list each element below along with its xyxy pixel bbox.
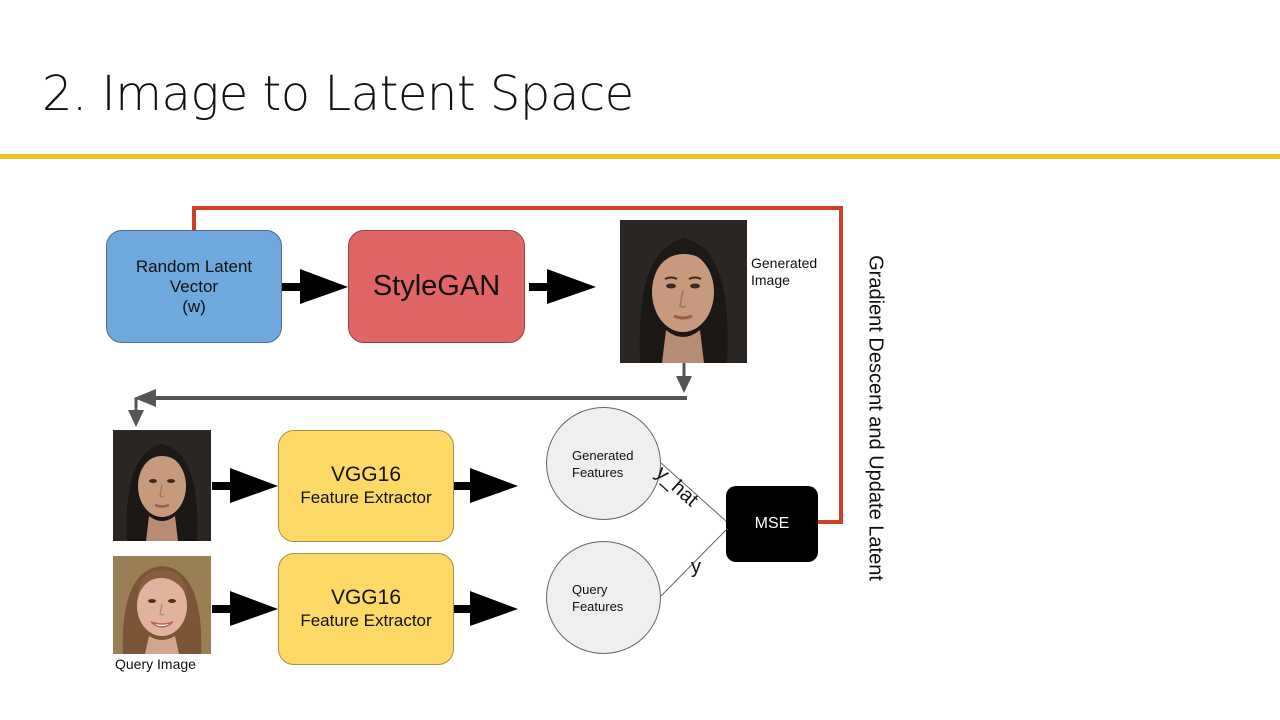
edge-y-line (660, 528, 728, 597)
arrow-latent-to-stylegan-shaft (282, 283, 304, 291)
stylegan-label: StyleGAN (372, 270, 501, 302)
arrow-image-down-head (676, 376, 692, 393)
return-line-head (134, 389, 156, 407)
arrow-query-to-vgg-head (230, 591, 278, 626)
arrow-vgg-to-genfeat-head (470, 468, 518, 503)
generated-features-node: Generated Features (546, 407, 661, 520)
mse-box: MSE (726, 486, 818, 562)
title-divider (0, 154, 1280, 159)
vgg-bottom-title: VGG16 (330, 586, 402, 609)
arrow-vgg-to-genfeat-shaft (452, 482, 474, 490)
feedback-label: Gradient Descent and Update Latent (864, 255, 887, 581)
vgg-top-subtitle: Feature Extractor (300, 488, 432, 507)
mse-label: MSE (754, 515, 790, 532)
query-image-photo (113, 556, 211, 654)
arrow-input-to-vgg-shaft (212, 482, 234, 490)
latent-line-3: (w) (182, 296, 206, 316)
woman-face-icon (620, 220, 747, 363)
latent-line-1: Random Latent (135, 256, 253, 276)
generated-features-line-2: Features (572, 464, 624, 480)
arrow-stylegan-to-image-head (547, 269, 596, 304)
stylegan-box: StyleGAN (348, 230, 525, 343)
page-title: 2. Image to Latent Space (42, 66, 634, 122)
feedback-line (192, 206, 843, 524)
vgg16-feature-extractor-top: VGG16 Feature Extractor (278, 430, 454, 542)
generated-image-photo (620, 220, 747, 363)
vgg16-feature-extractor-bottom: VGG16 Feature Extractor (278, 553, 454, 665)
query-features-line-2: Features (572, 598, 624, 614)
query-features-line-1: Query (572, 581, 608, 597)
arrow-vgg-to-queryfeat-shaft (452, 605, 474, 613)
arrow-latent-to-stylegan-head (300, 269, 348, 304)
generated-image-label: Generated Image (751, 255, 817, 289)
vgg-top-title: VGG16 (330, 463, 402, 486)
query-image-label: Query Image (115, 656, 196, 672)
query-features-node: Query Features (546, 541, 661, 654)
edge-label-y: y (691, 556, 701, 578)
arrow-query-to-vgg-shaft (212, 605, 234, 613)
generated-features-line-1: Generated (572, 447, 634, 463)
smiling-woman-face-icon (113, 556, 211, 654)
arrow-stylegan-to-image-shaft (529, 283, 551, 291)
generated-image-label-line-1: Generated (751, 255, 818, 271)
edge-yhat-line (660, 462, 728, 523)
arrow-vgg-to-queryfeat-head (470, 591, 518, 626)
generated-image-label-line-2: Image (751, 272, 790, 288)
input-image-photo (113, 430, 211, 541)
return-down-head (128, 410, 144, 427)
arrow-input-to-vgg-head (230, 468, 278, 503)
woman-face-icon (113, 430, 211, 541)
vgg-bottom-subtitle: Feature Extractor (300, 611, 432, 630)
latent-line-2: Vector (169, 276, 219, 296)
random-latent-vector-box: Random Latent Vector (w) (106, 230, 282, 343)
